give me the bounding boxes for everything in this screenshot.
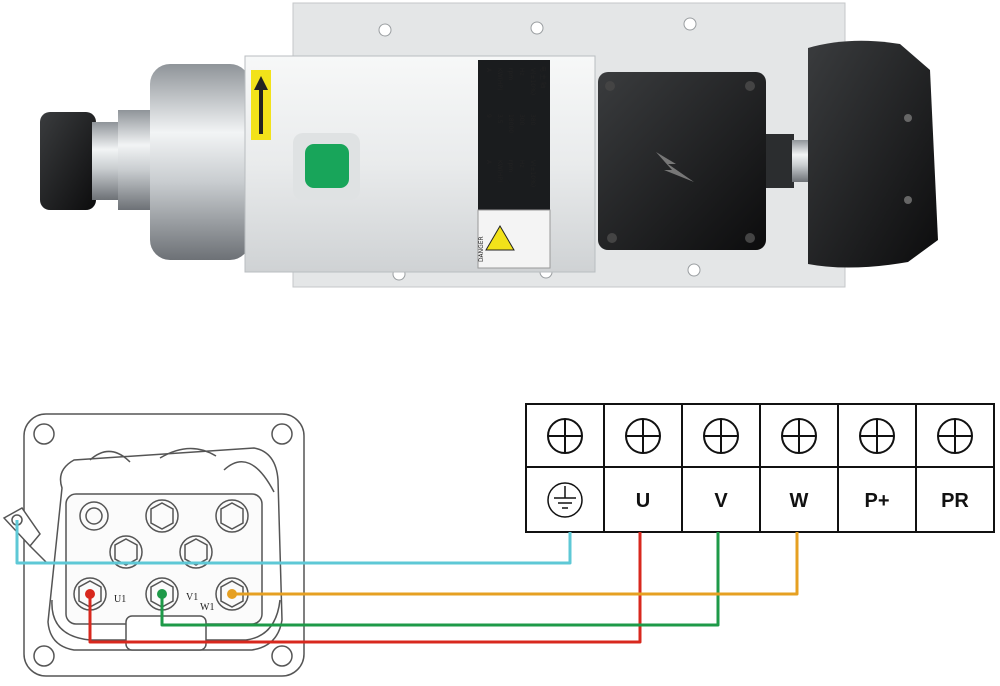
terminal-screw-icon: [625, 418, 661, 454]
nameplate-cell: A: [485, 68, 492, 73]
junction-box: [598, 72, 766, 250]
warning-label: [477, 209, 551, 269]
terminal-label-w1: W1: [200, 602, 214, 613]
terminal-screw-icon: [859, 418, 895, 454]
terminal-screw-icon: [937, 418, 973, 454]
nameplate-cell: V(±10%): [529, 68, 536, 95]
nameplate-cell: rpm: [507, 68, 514, 80]
terminal-label: W: [790, 490, 809, 512]
wire-u: [88, 532, 642, 644]
lead-wires: [89, 447, 275, 493]
wire-v: [160, 532, 720, 627]
terminal-label-u1: U1: [114, 594, 126, 605]
nose-ring: [118, 110, 152, 210]
screw: [607, 233, 617, 243]
front-housing: [150, 64, 250, 260]
screw: [745, 233, 755, 243]
terminal-dot-w1: [227, 589, 237, 599]
nameplate-cell: KW(HP): [496, 160, 503, 182]
nameplate-header: 电 主 轴: [539, 66, 547, 88]
warning-text: DANGER: [478, 236, 485, 262]
terminal-link-plate: [125, 615, 207, 651]
flange-hole: [271, 423, 293, 445]
mount-hole: [530, 21, 544, 35]
rear-fan-cover: [808, 40, 938, 268]
terminal-dot-u1: [85, 589, 95, 599]
warning-triangle-icon: [485, 225, 515, 251]
mount-hole: [683, 17, 697, 31]
ground-lug: [2, 507, 47, 563]
nameplate: 电 主 轴V(±10%)380V(±10%)Hz300Hzrpm18000rpm…: [477, 60, 551, 269]
nameplate-cell: 9: [485, 114, 492, 118]
flange-hole: [271, 645, 293, 667]
terminal-screw-icon: [781, 418, 817, 454]
nameplate-cell: 300: [518, 114, 525, 126]
terminal-label: U: [636, 490, 650, 512]
rotation-arrow-icon: [254, 76, 268, 134]
terminal-label: P+: [864, 490, 889, 512]
nameplate-cell: KW(HP): [496, 68, 503, 90]
wire-w: [232, 532, 799, 596]
cable-gland: [766, 134, 794, 188]
terminal-screw-icon: [547, 418, 583, 454]
wire-ground: [15, 520, 572, 565]
screw: [904, 196, 912, 204]
lightning-icon: [656, 152, 694, 182]
screw: [605, 81, 615, 91]
motor-terminal-box: [2, 413, 305, 677]
status-light: [305, 144, 349, 188]
middle-terminal-row: [109, 535, 213, 569]
collet-nut: [40, 112, 96, 210]
terminal-screw-icon: [703, 418, 739, 454]
flange-hole: [33, 645, 55, 667]
nameplate-cell: Hz: [518, 160, 525, 168]
nameplate-cell: 380: [529, 114, 536, 126]
mount-hole: [378, 23, 392, 37]
terminal-label: V: [714, 490, 728, 512]
screw: [745, 81, 755, 91]
shaft: [92, 122, 120, 200]
inverter-terminal-block: U V W P+ PR: [525, 403, 995, 533]
nameplate-cell: A: [485, 160, 492, 165]
terminal-label-v1: V1: [186, 592, 198, 603]
terminal-dot-v1: [157, 589, 167, 599]
spindle-motor: 电 主 轴V(±10%)380V(±10%)Hz300Hzrpm18000rpm…: [40, 2, 938, 288]
wire-group: [15, 520, 799, 644]
nameplate-cell: Hz: [518, 68, 525, 76]
nameplate-cell: 3.5: [496, 114, 503, 124]
nameplate-cell: rpm: [507, 160, 514, 172]
flange-hole: [33, 423, 55, 445]
nameplate-cell: 18000: [507, 114, 514, 133]
terminal-label: PR: [941, 490, 969, 512]
mount-hole: [687, 263, 701, 277]
terminal-box-inner: [47, 447, 283, 651]
bottom-terminal-row: [73, 577, 249, 611]
screw: [904, 114, 912, 122]
top-terminal-row: [79, 499, 249, 533]
nameplate-cell: V(±10%): [529, 160, 536, 187]
nameplate-panel: [478, 60, 550, 210]
ground-icon: [547, 482, 583, 518]
